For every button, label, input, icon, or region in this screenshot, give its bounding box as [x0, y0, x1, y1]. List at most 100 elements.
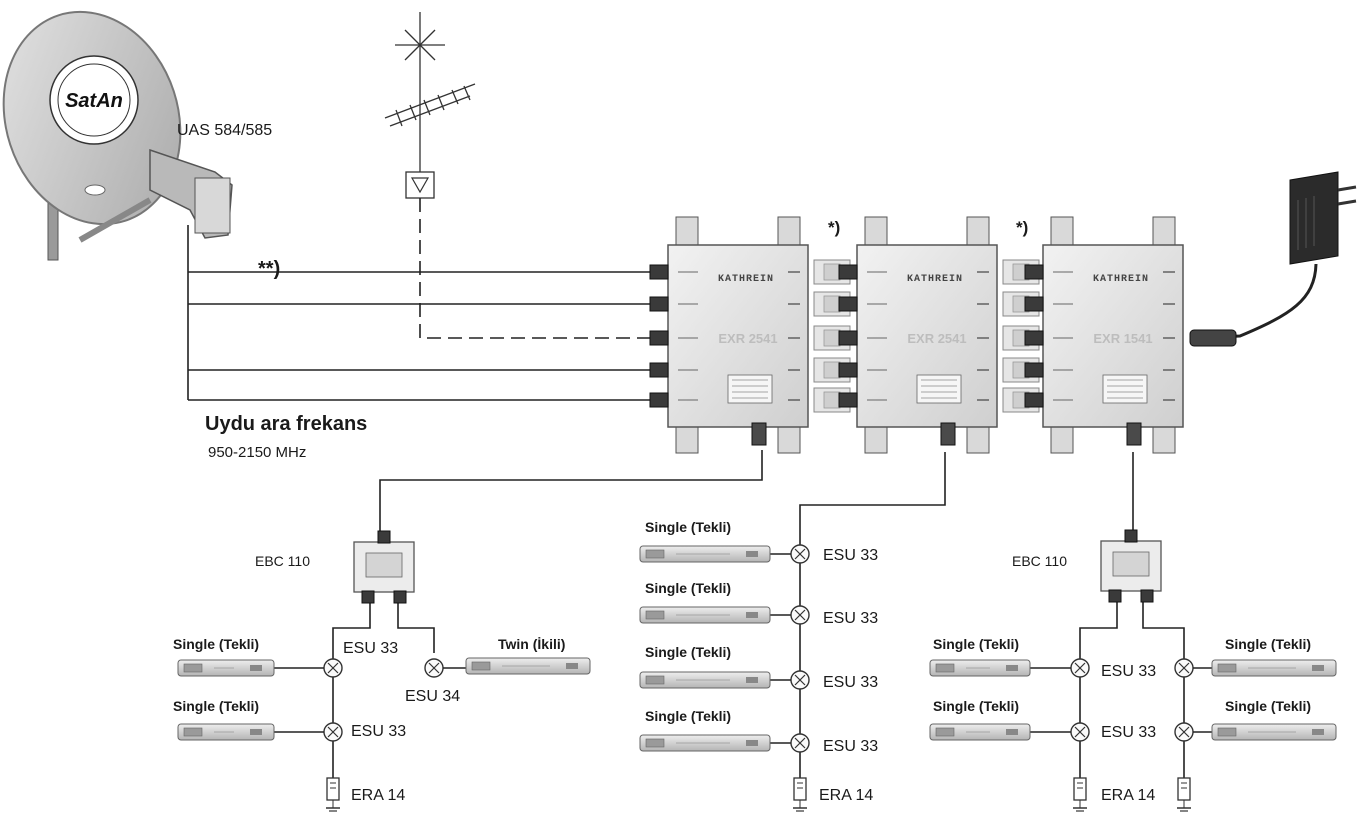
coupler-nut: [823, 295, 841, 313]
termination-era14: [1177, 777, 1191, 812]
input-connector: [838, 264, 858, 280]
mounting-clip: [864, 216, 888, 246]
input-connector: [838, 296, 858, 312]
esu33-label: ESU 33: [351, 723, 407, 740]
tap-mark: [1178, 726, 1190, 738]
single-receiver: [1211, 723, 1337, 741]
esu34-label: ESU 34: [405, 688, 461, 705]
single-receiver-label: Single (Tekli): [933, 698, 1020, 714]
output-connector: [940, 422, 956, 446]
input-connector: [649, 392, 669, 408]
receiver-display: [1217, 727, 1237, 737]
receiver-display: [183, 663, 203, 673]
splitter-ebc110: [1100, 529, 1162, 603]
single-receiver-label: Single (Tekli): [1225, 636, 1312, 652]
distribution-lines: [332, 450, 1185, 785]
terminator-body: [793, 777, 807, 801]
single-receiver: [639, 734, 771, 752]
single-receiver-label: Single (Tekli): [645, 580, 732, 596]
receiver-buttons: [746, 740, 758, 746]
multiswitch-module: KATHREIN EXR 2541: [649, 216, 809, 454]
mounting-clip: [777, 216, 801, 246]
single-receiver: [1211, 659, 1337, 677]
input-connector: [649, 362, 669, 378]
tap-mark: [327, 726, 339, 738]
tap-mark: [327, 662, 339, 674]
mounting-clip: [1050, 426, 1074, 454]
input-connector: [649, 330, 669, 346]
single-receiver-label: Single (Tekli): [645, 519, 732, 535]
receiver-display: [935, 727, 955, 737]
tap-esu33: [1174, 658, 1194, 678]
single-receiver-label: Single (Tekli): [645, 708, 732, 724]
input-connector: [838, 330, 858, 346]
input-connector: [1024, 362, 1044, 378]
tap-mark: [1074, 662, 1086, 674]
splitter-output: [361, 590, 375, 604]
tap-mark: [794, 609, 806, 621]
receiver-buttons: [746, 677, 758, 683]
single-receiver: [177, 723, 275, 741]
tap-mark: [794, 674, 806, 686]
mounting-clip: [1152, 426, 1176, 454]
multiswitch-brand: KATHREIN: [907, 274, 963, 285]
receiver-buttons: [1006, 665, 1018, 671]
esu33-label: ESU 33: [823, 610, 879, 627]
multiswitch-brand: KATHREIN: [1093, 274, 1149, 285]
receiver-display: [645, 549, 665, 559]
termination-era14: [326, 777, 340, 812]
spec-table: [1102, 374, 1148, 404]
multiswitch-model: EXR 2541: [718, 331, 777, 346]
tap-esu33: [790, 670, 810, 690]
single-receiver-label: Single (Tekli): [173, 636, 260, 652]
terrestrial-antenna: [384, 12, 476, 172]
terminator-body: [326, 777, 340, 801]
single-receiver-label: Single (Tekli): [933, 636, 1020, 652]
tap-esu33: [1070, 722, 1090, 742]
twin-receiver-label: Twin (İkili): [498, 636, 566, 652]
tap-mark: [794, 548, 806, 560]
single-receiver: [639, 545, 771, 563]
input-connector: [649, 264, 669, 280]
tap-mark: [428, 662, 440, 674]
tap-esu34: [424, 658, 444, 678]
tap-esu33: [790, 605, 810, 625]
receiver-buttons: [746, 551, 758, 557]
tap-esu33: [790, 733, 810, 753]
input-connector: [1024, 392, 1044, 408]
single-receiver: [929, 659, 1031, 677]
splitter-input: [1124, 529, 1138, 543]
single-receiver: [639, 671, 771, 689]
multiswitch-brand: KATHREIN: [718, 274, 774, 285]
esu33-label: ESU 33: [823, 674, 879, 691]
receiver-display: [935, 663, 955, 673]
terrestrial-amplifier: [405, 171, 435, 199]
single-receiver: [639, 606, 771, 624]
mounting-clip: [675, 426, 699, 454]
splitter-ebc110: [353, 530, 415, 604]
tap-esu33: [790, 544, 810, 564]
mounting-clip: [864, 426, 888, 454]
single-receiver-label: Single (Tekli): [173, 698, 260, 714]
splitter-output: [1140, 589, 1154, 603]
mounting-clip: [1152, 216, 1176, 246]
single-receiver-label: Single (Tekli): [1225, 698, 1312, 714]
single-receiver: [177, 659, 275, 677]
spec-table: [727, 374, 773, 404]
spec-table: [916, 374, 962, 404]
splitter-output: [393, 590, 407, 604]
receiver-buttons: [1312, 729, 1324, 735]
coupler-nut: [823, 329, 841, 347]
receiver-display: [645, 610, 665, 620]
mounting-clip: [966, 426, 990, 454]
esu33-label: ESU 33: [1101, 724, 1157, 741]
esu33-label: ESU 33: [1101, 663, 1157, 680]
splitter-core: [1112, 551, 1150, 577]
output-connector: [751, 422, 767, 446]
input-connector: [838, 362, 858, 378]
output-connector: [1126, 422, 1142, 446]
input-connector: [1024, 264, 1044, 280]
